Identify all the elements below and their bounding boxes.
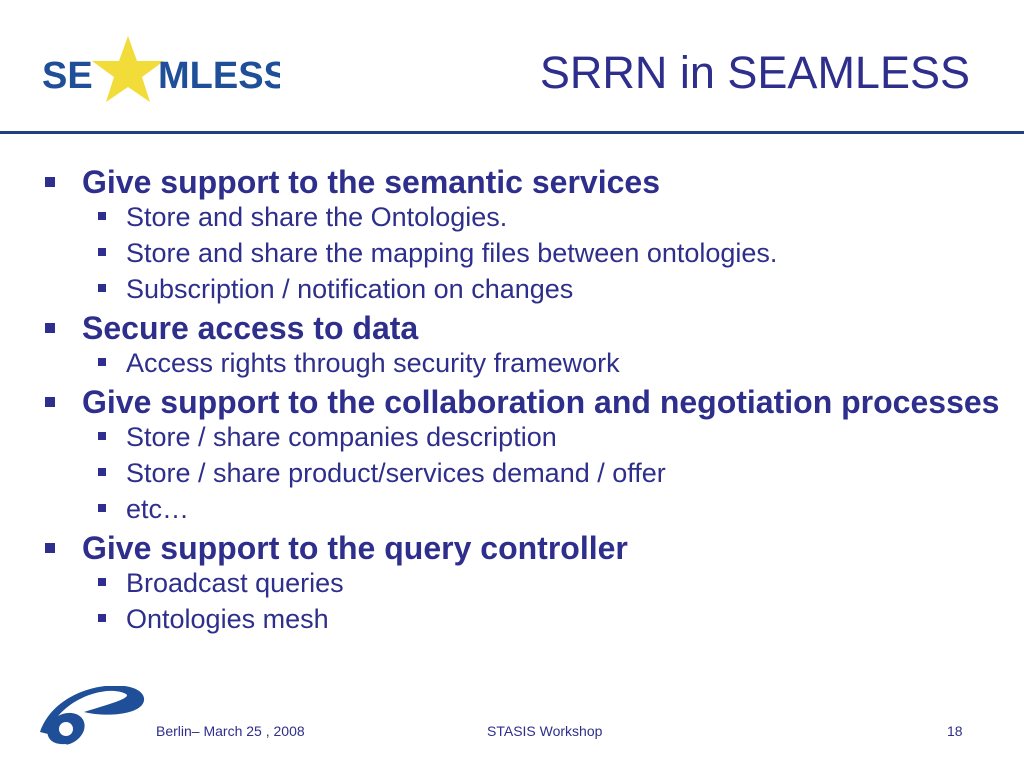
sub-bullet-text: Store / share companies description: [126, 422, 557, 452]
square-bullet-icon: [98, 212, 106, 220]
sub-bullet-text: Store / share product/services demand / …: [126, 458, 666, 488]
bullet-heading: Give support to the query controller: [0, 532, 1024, 564]
footer-event: STASIS Workshop: [487, 723, 603, 739]
header-divider: [0, 131, 1024, 134]
square-bullet-icon: [98, 504, 106, 512]
square-bullet-icon: [45, 323, 55, 333]
page-number: 18: [947, 723, 963, 739]
sub-bullet: etc…: [0, 492, 1024, 526]
square-bullet-icon: [98, 358, 106, 366]
square-bullet-icon: [98, 432, 106, 440]
bullet-heading-text: Secure access to data: [82, 310, 419, 346]
bullet-heading-text: Give support to the semantic services: [82, 164, 660, 200]
sub-bullet: Access rights through security framework: [0, 346, 1024, 380]
sub-bullet-text: Store and share the Ontologies.: [126, 202, 508, 232]
sub-bullet: Store and share the Ontologies.: [0, 200, 1024, 234]
bullet-heading: Give support to the semantic services: [0, 166, 1024, 198]
star-icon: [92, 36, 164, 102]
sub-bullet-text: Subscription / notification on changes: [126, 274, 574, 304]
square-bullet-icon: [45, 177, 55, 187]
svg-text:MLESS: MLESS: [158, 55, 280, 97]
sub-bullet: Subscription / notification on changes: [0, 272, 1024, 306]
sub-bullet-text: Ontologies mesh: [126, 604, 329, 634]
square-bullet-icon: [98, 614, 106, 622]
square-bullet-icon: [45, 397, 55, 407]
sub-bullet-text: Broadcast queries: [126, 568, 344, 598]
square-bullet-icon: [98, 578, 106, 586]
square-bullet-icon: [98, 248, 106, 256]
footer-date: Berlin– March 25 , 2008: [156, 723, 305, 739]
bullet-heading-text: Give support to the query controller: [82, 530, 628, 566]
bullet-heading: Secure access to data: [0, 312, 1024, 344]
sub-bullet: Store / share companies description: [0, 420, 1024, 454]
sub-bullet-text: Access rights through security framework: [126, 348, 620, 378]
sub-bullet-text: etc…: [126, 494, 190, 524]
bullet-heading: Give support to the collaboration and ne…: [0, 386, 1024, 418]
slide-title: SRRN in SEAMLESS: [539, 47, 970, 98]
sub-bullet: Store and share the mapping files betwee…: [0, 236, 1024, 270]
sub-bullet: Ontologies mesh: [0, 602, 1024, 636]
sub-bullet-text: Store and share the mapping files betwee…: [126, 238, 778, 268]
sub-bullet: Broadcast queries: [0, 566, 1024, 600]
square-bullet-icon: [98, 468, 106, 476]
seamless-logo: SE MLESS: [42, 36, 280, 102]
svg-text:SE: SE: [42, 55, 93, 97]
fp6-logo-icon: [40, 686, 145, 745]
sub-bullet: Store / share product/services demand / …: [0, 456, 1024, 490]
bullet-heading-text: Give support to the collaboration and ne…: [82, 384, 1000, 420]
square-bullet-icon: [98, 284, 106, 292]
square-bullet-icon: [45, 543, 55, 553]
bullet-list: Give support to the semantic services St…: [0, 166, 1024, 636]
